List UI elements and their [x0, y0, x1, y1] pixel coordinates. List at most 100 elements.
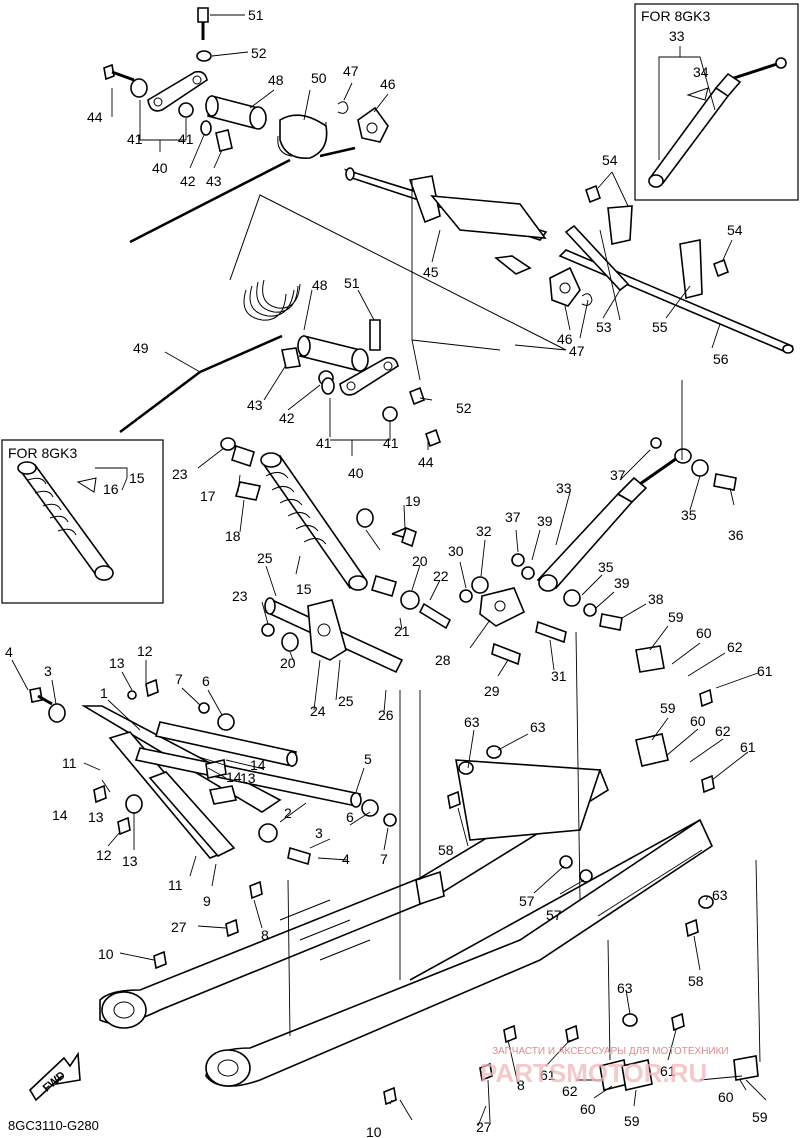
label-63: 63 [464, 714, 480, 730]
label-13: 13 [122, 853, 138, 869]
label-47: 47 [569, 343, 585, 359]
label-11: 11 [62, 755, 77, 771]
label-23: 23 [232, 588, 248, 604]
callout-labels: 51 52 44 41 41 40 42 43 48 50 47 46 45 5… [5, 7, 773, 1138]
label-13: 13 [240, 770, 256, 786]
fwd-arrow: FWD [28, 1051, 81, 1102]
upper-assembly [103, 7, 794, 354]
label-46: 46 [557, 331, 573, 347]
label-19: 19 [405, 493, 421, 509]
label-15: 15 [296, 581, 312, 597]
label-11: 11 [168, 877, 183, 893]
label-59: 59 [624, 1113, 640, 1129]
label-22: 22 [433, 568, 449, 584]
inset-left: FOR 8GK3 15 16 [1, 439, 164, 604]
label-30: 30 [448, 543, 464, 559]
label-5: 5 [364, 751, 372, 767]
drawing-code: 8GC3110-G280 [8, 1118, 99, 1133]
label-21: 21 [394, 623, 410, 639]
label-26: 26 [378, 707, 394, 723]
label-10: 10 [98, 946, 114, 962]
label-58: 58 [688, 973, 704, 989]
label-6: 6 [346, 809, 354, 825]
label-62: 62 [562, 1083, 578, 1099]
pivot-assembly [261, 575, 452, 674]
spring-shock-15-inset [17, 461, 114, 581]
label-40: 40 [348, 465, 364, 481]
label-41: 41 [383, 435, 399, 451]
label-60: 60 [718, 1089, 734, 1105]
label-27: 27 [171, 919, 187, 935]
front-shock-15 [220, 437, 417, 591]
label-63: 63 [617, 980, 633, 996]
inset-left-title: FOR 8GK3 [8, 445, 77, 461]
label-61: 61 [660, 1063, 676, 1079]
damper-33-inset [648, 57, 787, 188]
label-39: 39 [614, 575, 630, 591]
label-46: 46 [380, 76, 396, 92]
slide-rails [99, 645, 759, 1106]
label-35: 35 [598, 559, 614, 575]
label-38: 38 [648, 591, 664, 607]
label-28: 28 [435, 652, 451, 668]
label-48: 48 [268, 72, 284, 88]
label-7: 7 [175, 671, 183, 687]
label-1: 1 [100, 685, 108, 701]
rear-shock-33 [459, 437, 737, 666]
label-41: 41 [316, 435, 332, 451]
label-14: 14 [250, 757, 266, 773]
label-41: 41 [178, 131, 194, 147]
label-60: 60 [696, 625, 712, 641]
label-25: 25 [338, 693, 354, 709]
front-arm-1 [29, 678, 397, 866]
label-33-inset: 33 [669, 28, 685, 44]
label-61: 61 [540, 1067, 556, 1083]
label-43: 43 [206, 173, 222, 189]
label-3: 3 [44, 663, 52, 679]
label-60: 60 [580, 1101, 596, 1117]
watermark-logo-text: PARTSMOTOR.RU [480, 1058, 707, 1088]
label-6: 6 [202, 673, 210, 689]
label-2: 2 [284, 805, 292, 821]
label-60: 60 [690, 713, 706, 729]
label-20: 20 [412, 553, 428, 569]
label-9: 9 [203, 893, 211, 909]
label-3: 3 [315, 825, 323, 841]
label-27: 27 [476, 1119, 492, 1135]
label-49: 49 [133, 340, 149, 356]
label-35: 35 [681, 507, 697, 523]
label-52: 52 [251, 45, 267, 61]
label-18: 18 [225, 528, 241, 544]
label-58: 58 [438, 842, 454, 858]
label-51: 51 [248, 7, 264, 23]
label-29: 29 [484, 683, 500, 699]
label-23: 23 [172, 466, 188, 482]
label-50: 50 [311, 70, 327, 86]
label-37: 37 [610, 467, 626, 483]
inset-top-title: FOR 8GK3 [641, 8, 710, 24]
label-8: 8 [517, 1077, 525, 1093]
label-43: 43 [247, 397, 263, 413]
label-36: 36 [728, 527, 744, 543]
label-54: 54 [727, 222, 743, 238]
label-61: 61 [757, 663, 773, 679]
label-52: 52 [456, 400, 472, 416]
label-7: 7 [380, 851, 388, 867]
label-25: 25 [257, 550, 273, 566]
label-55: 55 [652, 319, 668, 335]
label-59: 59 [668, 609, 684, 625]
label-4: 4 [5, 644, 13, 660]
label-31: 31 [551, 668, 567, 684]
label-42: 42 [180, 173, 196, 189]
label-14: 14 [52, 807, 68, 823]
label-24: 24 [310, 703, 326, 719]
label-51: 51 [344, 275, 360, 291]
label-32: 32 [476, 523, 492, 539]
label-10: 10 [366, 1124, 382, 1138]
label-15-inset: 15 [129, 470, 145, 486]
label-37: 37 [505, 509, 521, 525]
label-41: 41 [127, 131, 143, 147]
label-54: 54 [602, 152, 618, 168]
label-33: 33 [556, 480, 572, 496]
